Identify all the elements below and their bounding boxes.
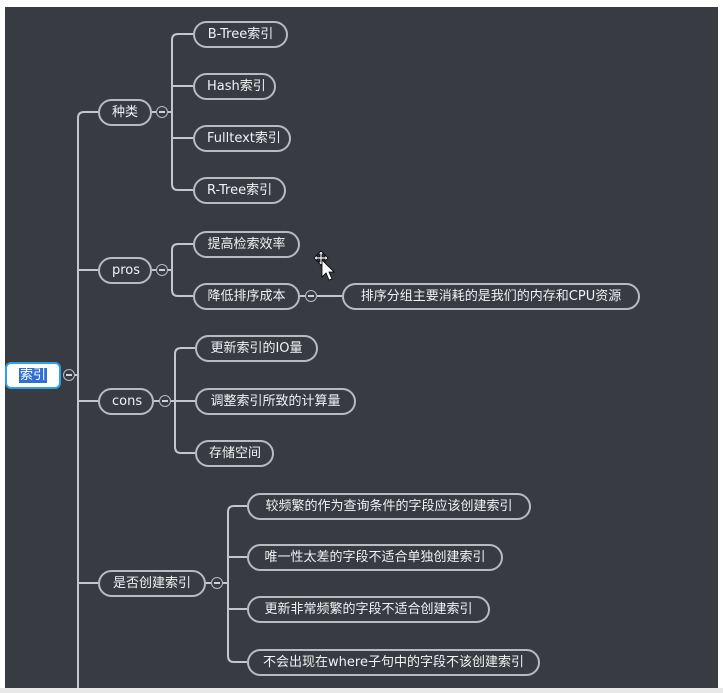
node-low-uniqueness[interactable]: 唯一性太差的字段不适合单独创建索引 bbox=[247, 544, 503, 571]
branch-kind[interactable]: 种类 bbox=[98, 99, 152, 126]
node-fulltext[interactable]: Fulltext索引 bbox=[193, 125, 291, 152]
node-adjust-compute[interactable]: 调整索引所致的计算量 bbox=[195, 388, 356, 415]
move-cursor-icon bbox=[313, 250, 335, 281]
node-storage[interactable]: 存储空间 bbox=[195, 440, 274, 467]
node-update-io[interactable]: 更新索引的IO量 bbox=[195, 335, 318, 362]
node-frequent-query[interactable]: 较频繁的作为查询条件的字段应该创建索引 bbox=[247, 493, 531, 520]
node-improve-retrieval[interactable]: 提高检索效率 bbox=[193, 231, 300, 258]
collapse-sort-cost-icon[interactable] bbox=[305, 290, 317, 302]
collapse-create-icon[interactable] bbox=[211, 577, 223, 589]
collapse-root-icon[interactable] bbox=[63, 369, 75, 381]
node-not-in-where[interactable]: 不会出现在where子句中的字段不该创建索引 bbox=[247, 649, 540, 676]
node-frequent-update[interactable]: 更新非常频繁的字段不适合创建索引 bbox=[247, 596, 490, 623]
window-bottom-edge bbox=[0, 688, 723, 693]
collapse-pros-icon[interactable] bbox=[156, 264, 168, 276]
node-reduce-sort-cost[interactable]: 降低排序成本 bbox=[193, 283, 300, 310]
node-btree[interactable]: B-Tree索引 bbox=[193, 21, 288, 48]
collapse-kind-icon[interactable] bbox=[156, 106, 168, 118]
branch-whether-create[interactable]: 是否创建索引 bbox=[98, 570, 206, 597]
root-node-label[interactable]: 索引 bbox=[18, 368, 47, 383]
branch-pros[interactable]: pros bbox=[98, 257, 152, 284]
root-node[interactable]: 索引 bbox=[5, 362, 61, 389]
node-sort-memory-cpu[interactable]: 排序分组主要消耗的是我们的内存和CPU资源 bbox=[342, 283, 640, 310]
node-hash[interactable]: Hash索引 bbox=[193, 73, 276, 100]
collapse-cons-icon[interactable] bbox=[159, 395, 171, 407]
branch-cons[interactable]: cons bbox=[98, 388, 154, 415]
node-rtree[interactable]: R-Tree索引 bbox=[193, 177, 286, 204]
